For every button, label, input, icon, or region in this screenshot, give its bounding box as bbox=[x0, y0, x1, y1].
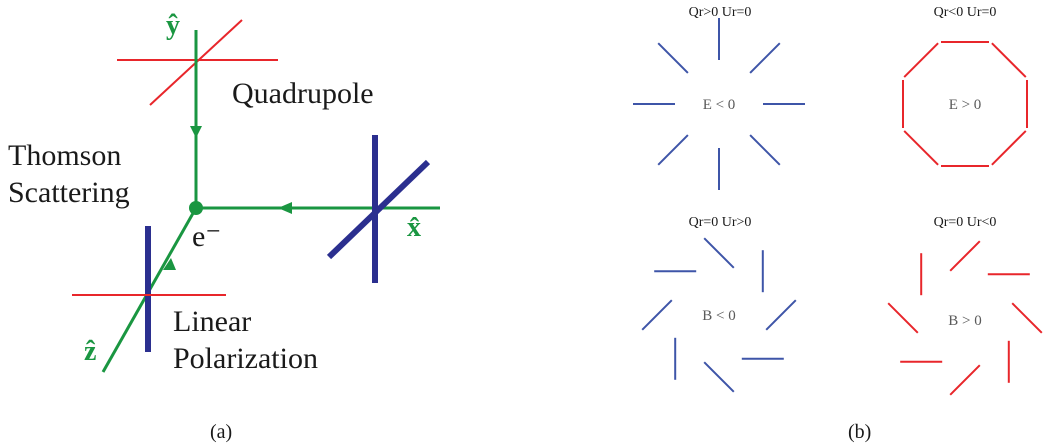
polarization-segment bbox=[949, 364, 981, 396]
pattern-e-negative-lines bbox=[633, 18, 805, 190]
pattern-center-e-positive: E > 0 bbox=[949, 97, 982, 113]
polarization-segment bbox=[991, 42, 1027, 78]
pattern-e-positive-lines bbox=[902, 41, 1028, 167]
polarization-segment bbox=[749, 42, 781, 74]
polarization-segment bbox=[641, 299, 673, 331]
polarization-segment bbox=[903, 130, 939, 166]
pattern-title-b-negative: Qr=0 Ur>0 bbox=[689, 215, 752, 230]
polarization-segment bbox=[949, 240, 981, 272]
z-axis-label: ẑ bbox=[84, 336, 96, 367]
polarization-segment bbox=[887, 302, 919, 334]
polarization-segment bbox=[657, 42, 689, 74]
caption-b: (b) bbox=[848, 421, 871, 443]
linear-label-line1: Linear bbox=[173, 305, 251, 338]
z-axis-arrow bbox=[163, 258, 176, 270]
polarization-segment bbox=[1011, 302, 1043, 334]
quadrupole-label: Quadrupole bbox=[232, 77, 374, 110]
x-axis-arrow bbox=[278, 202, 292, 214]
polarization-segment bbox=[703, 237, 735, 269]
y-axis-label: ŷ bbox=[166, 10, 180, 41]
electron-dot bbox=[189, 201, 203, 215]
polarization-segment bbox=[765, 299, 797, 331]
polarization-segment bbox=[749, 134, 781, 166]
pattern-center-e-negative: E < 0 bbox=[703, 97, 736, 113]
panel-b: Qr>0 Ur=0 Qr<0 Ur=0 Qr=0 Ur>0 Qr=0 Ur<0 … bbox=[633, 5, 1043, 443]
y-axis-arrow bbox=[190, 126, 202, 138]
pattern-b-negative-lines bbox=[641, 237, 797, 393]
x-polarization-diagonal bbox=[326, 159, 431, 260]
thomson-label-line2: Scattering bbox=[8, 176, 130, 209]
pattern-center-b-negative: B < 0 bbox=[702, 308, 735, 324]
polarization-segment bbox=[903, 42, 939, 78]
thomson-label-line1: Thomson bbox=[8, 139, 121, 172]
caption-a: (a) bbox=[210, 421, 232, 443]
polarization-segment bbox=[657, 134, 689, 166]
pattern-title-b-positive: Qr=0 Ur<0 bbox=[934, 215, 997, 230]
polarization-segment bbox=[703, 361, 735, 393]
electron-label: e⁻ bbox=[192, 220, 221, 253]
panel-a: ŷ x̂ ẑ Quadrupole Thomson Scattering e⁻ … bbox=[8, 10, 440, 443]
linear-label-line2: Polarization bbox=[173, 342, 318, 375]
polarization-segment bbox=[991, 130, 1027, 166]
pattern-title-e-negative: Qr>0 Ur=0 bbox=[689, 5, 752, 20]
pattern-b-positive-lines bbox=[887, 240, 1043, 396]
pattern-center-b-positive: B > 0 bbox=[948, 313, 981, 329]
pattern-title-e-positive: Qr<0 Ur=0 bbox=[934, 5, 997, 20]
x-axis-label: x̂ bbox=[407, 212, 421, 243]
